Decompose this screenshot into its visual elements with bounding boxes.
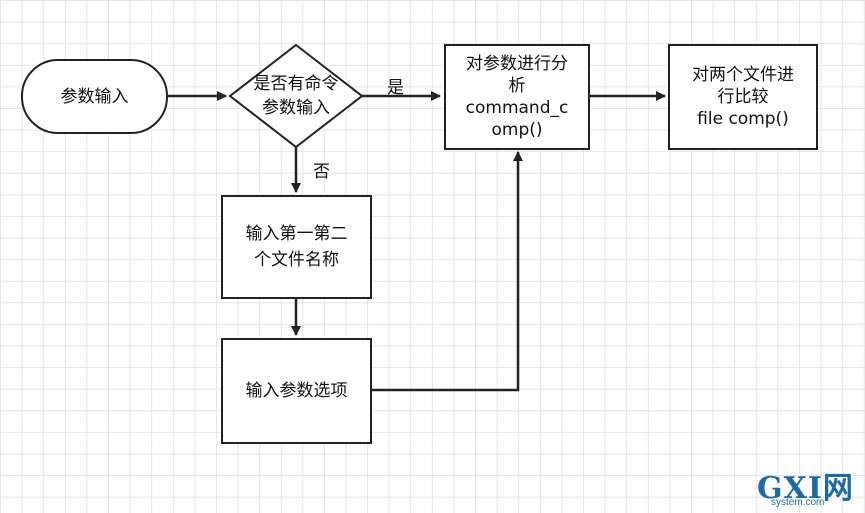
decision-label-line2: 参数输入: [262, 98, 330, 118]
decision-label-line1: 是否有命令: [253, 74, 339, 94]
decision-diamond-shape: [228, 43, 364, 149]
edge-label-yes: 是: [387, 78, 404, 98]
input-options-box: 输入参数选项: [221, 338, 372, 444]
compare-label-line3: file comp(): [697, 109, 789, 129]
analyze-label-line2: 析: [508, 76, 526, 96]
compare-label-line1: 对两个文件进: [692, 65, 794, 85]
analyze-label-line3: command_c: [465, 98, 569, 118]
analyze-box: 对参数进行分 析 command_c omp(): [444, 44, 590, 150]
input-options-label: 输入参数选项: [245, 381, 348, 401]
start-label: 参数输入: [60, 86, 129, 107]
compare-box: 对两个文件进 行比较 file comp(): [668, 44, 818, 150]
analyze-label-line1: 对参数进行分: [466, 54, 568, 74]
input-names-label-line1: 输入第一第二: [245, 224, 348, 244]
edge-label-no: 否: [313, 162, 330, 182]
start-terminal: 参数输入: [21, 59, 168, 134]
analyze-label-line4: omp(): [491, 120, 543, 140]
compare-label-line2: 行比较: [717, 87, 769, 107]
decision-node: 是否有命令 参数输入: [236, 72, 356, 120]
input-names-label-line2: 个文件名称: [254, 250, 339, 270]
arrow-options-to-analyze: [371, 151, 523, 392]
input-names-box: 输入第一第二 个文件名称: [221, 195, 372, 299]
watermark-logo: GXI网: [757, 471, 854, 506]
watermark-site: system.com: [771, 497, 825, 508]
watermark: GXI网 system.com: [757, 463, 857, 508]
